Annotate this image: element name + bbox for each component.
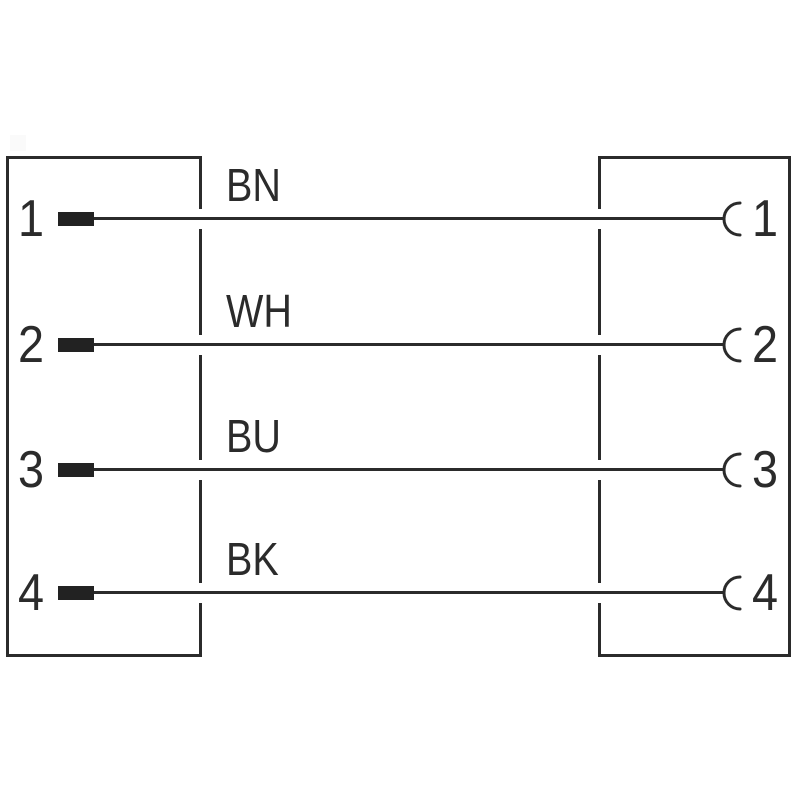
wire-line xyxy=(92,217,725,220)
right-pin-number: 4 xyxy=(751,564,779,622)
right-pin-number: 1 xyxy=(751,190,779,248)
socket-contact-icon xyxy=(722,201,742,237)
image-artifact xyxy=(10,135,26,151)
wire-line xyxy=(92,343,725,346)
pin-terminal-icon xyxy=(58,463,94,477)
pin-terminal-icon xyxy=(58,212,94,226)
left-pin-number: 4 xyxy=(17,564,45,622)
left-pin-number: 3 xyxy=(17,441,45,499)
left-pin-number: 1 xyxy=(17,190,45,248)
pin-terminal-icon xyxy=(58,338,94,352)
right-pin-number: 3 xyxy=(751,441,779,499)
wire-color-label: BU xyxy=(226,410,281,462)
right-pin-number: 2 xyxy=(751,316,779,374)
left-connector-outline xyxy=(6,156,202,657)
socket-contact-icon xyxy=(722,452,742,488)
wire-line xyxy=(92,468,725,471)
wire-line xyxy=(92,591,725,594)
wire-color-label: BN xyxy=(226,159,281,211)
right-connector-outline xyxy=(598,156,791,657)
pin-terminal-icon xyxy=(58,586,94,600)
wire-color-label: BK xyxy=(226,533,279,585)
wire-color-label: WH xyxy=(226,285,292,337)
left-pin-number: 2 xyxy=(17,316,45,374)
socket-contact-icon xyxy=(722,327,742,363)
socket-contact-icon xyxy=(722,575,742,611)
